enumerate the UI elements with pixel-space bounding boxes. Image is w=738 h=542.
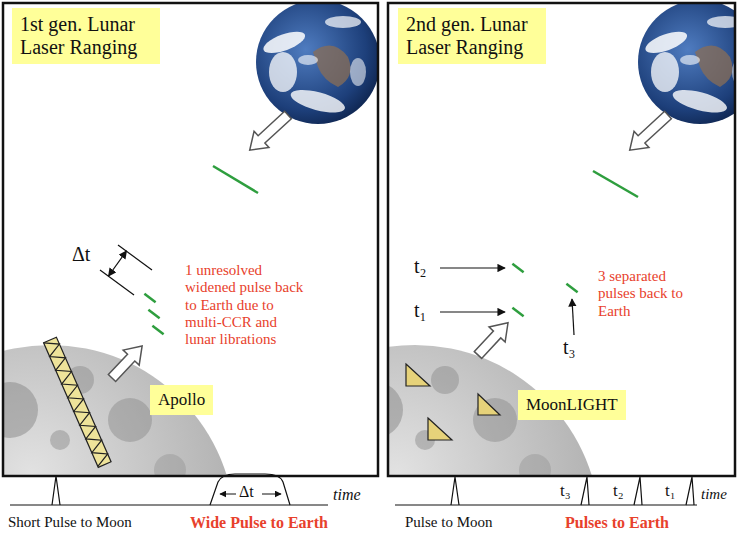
leader-arrow [572, 299, 574, 335]
short-pulse [52, 476, 60, 505]
hollow-arrow [622, 107, 675, 158]
pulse-dash [512, 308, 523, 316]
pulse-dash [512, 264, 523, 272]
axis-label: time [333, 486, 361, 504]
array-strip [44, 337, 111, 467]
delta-t-label: Δt [239, 483, 254, 501]
time-label: t₃ [563, 336, 576, 359]
arrow-shape [104, 338, 150, 385]
time-axis [10, 505, 328, 506]
timeline-caption: Pulse to Moon [405, 514, 493, 531]
panel-frame [388, 3, 735, 476]
laser-pulse-front [593, 171, 638, 197]
hollow-arrow [104, 338, 150, 385]
axis-label: time [701, 486, 727, 503]
box-text: 2nd gen. Lunar Laser Ranging [406, 13, 538, 59]
earth-picture [256, 4, 377, 124]
box-text: Apollo [158, 390, 205, 410]
hollow-arrow [470, 315, 516, 362]
dimension-limit [100, 270, 134, 295]
delta-t-label: Δt [72, 243, 90, 266]
time-label: t₃ [560, 481, 571, 501]
experiment-name-box: MoonLIGHT [518, 390, 626, 420]
right-panel-art [389, 4, 734, 475]
short-pulse [451, 477, 459, 505]
timeline-caption: Pulses to Earth [565, 514, 669, 532]
timeline-caption: Short Pulse to Moon [8, 514, 132, 531]
return-pulse [581, 477, 589, 505]
dimension-arrow [262, 494, 281, 495]
return-pulse [686, 477, 694, 505]
return-pulse [634, 477, 642, 505]
time-axis [395, 505, 697, 506]
earth-picture [638, 4, 734, 124]
time-label: t₂ [414, 255, 427, 278]
wide-pulse [210, 474, 290, 505]
dimension-arrow [220, 494, 236, 495]
box-text: 1st gen. Lunar Laser Ranging [20, 13, 152, 59]
left-panel-art [4, 4, 377, 475]
title-box: 1st gen. Lunar Laser Ranging [12, 8, 160, 64]
arrow-shape [242, 107, 295, 158]
moonlight-reflector [428, 418, 452, 440]
pulse-dash [566, 284, 577, 292]
array-name-box: Apollo [150, 385, 213, 415]
note-text: 3 separated pulses back to Earth [598, 268, 683, 320]
box-text: MoonLIGHT [526, 395, 618, 415]
corner-cube-triangles [44, 337, 111, 466]
moonlight-reflector [478, 394, 500, 415]
leader-arrow [440, 267, 505, 268]
leader-arrow [440, 311, 505, 312]
moonlight-reflector [406, 364, 430, 386]
panel-frame [3, 3, 378, 476]
apollo-retroreflector-array [44, 337, 111, 467]
note-text: 1 unresolved widened pulse back to Earth… [185, 262, 305, 348]
pulse-dash [152, 326, 163, 334]
time-label: t₂ [613, 481, 624, 501]
dimension-arrow [109, 251, 127, 276]
title-box: 2nd gen. Lunar Laser Ranging [398, 8, 546, 64]
hollow-arrow [242, 107, 295, 158]
time-label: t₁ [414, 299, 427, 322]
dimension-limit [118, 245, 152, 270]
pulse-dash [144, 294, 155, 302]
timeline-caption: Wide Pulse to Earth [190, 514, 328, 532]
pulse-dash [148, 310, 159, 318]
arrow-shape [622, 107, 675, 158]
laser-pulse-front [213, 166, 258, 193]
time-label: t₁ [665, 481, 676, 501]
arrow-shape [470, 315, 516, 362]
